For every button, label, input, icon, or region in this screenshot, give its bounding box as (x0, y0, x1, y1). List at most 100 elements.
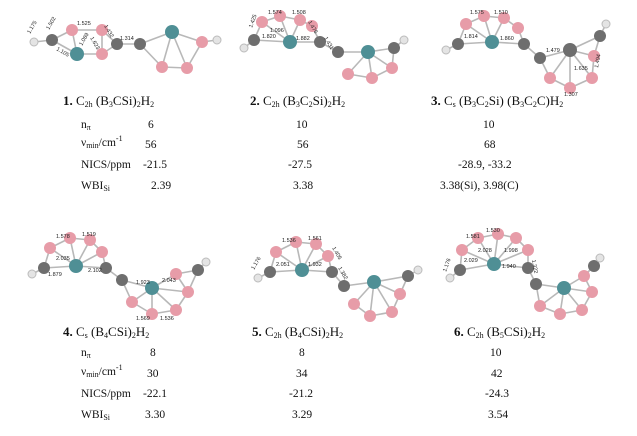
bond-label: 1.530 (486, 228, 500, 234)
atom-silicon (70, 47, 84, 61)
atom-carbon (46, 34, 58, 46)
atom-boron (196, 36, 208, 48)
bond-label: 1.322 (530, 259, 538, 274)
bond-label: 1.508 (292, 10, 306, 16)
atom-boron (456, 244, 468, 256)
atom-boron (578, 270, 590, 282)
s6-v-min: 42 (491, 368, 503, 380)
molecule-5-svg: 1.536 1.561 2.051 1.932 1.176 1.405 1.38… (251, 236, 423, 322)
atom-carbon (534, 52, 546, 64)
atom-boron (170, 304, 182, 316)
atom-boron (182, 286, 194, 298)
atom-boron (394, 288, 406, 300)
atom-boron (386, 306, 398, 318)
atom-boron (348, 298, 360, 310)
atom-boron (96, 24, 108, 36)
atom-boron (44, 242, 56, 254)
atom-hydrogen (253, 273, 263, 283)
atom-boron (522, 244, 534, 256)
bond-label: 1.879 (48, 272, 62, 278)
structure-5-caption: 5. C2h (B4CSi)2H2 (252, 324, 344, 340)
s6-n-pi: 10 (490, 347, 502, 359)
atom-hydrogen (212, 35, 222, 45)
atom-boron (181, 62, 193, 74)
bond-label: 1.519 (82, 232, 96, 238)
s3-wbi: 3.38(Si), 3.98(C) (440, 180, 519, 192)
atom-carbon (530, 278, 542, 290)
bond-label: 1.561 (308, 236, 322, 242)
bond-label: 2.035 (56, 256, 70, 262)
atom-silicon (145, 281, 159, 295)
s1-n-pi: 6 (148, 119, 154, 131)
molecule-6-image: 1.530 1.581 2.029 2.028 1.998 1.940 1.17… (442, 226, 634, 321)
row-label-wbi: WBISi (81, 180, 111, 193)
atom-boron (270, 246, 282, 258)
s6-nics: -24.3 (485, 388, 509, 400)
molecule-6-svg: 1.530 1.581 2.029 2.028 1.998 1.940 1.17… (442, 228, 605, 320)
s2-n-pi: 10 (296, 119, 308, 131)
s5-wbi: 3.29 (292, 409, 313, 421)
s3-v-min: 68 (484, 139, 496, 151)
atom-boron (64, 232, 76, 244)
bond-label: 1.176 (442, 258, 452, 273)
atom-silicon (487, 257, 501, 271)
atom-boron (146, 308, 158, 320)
s2-v-min: 56 (297, 139, 309, 151)
row-label-n-pi-2: nπ (81, 347, 91, 360)
s5-nics: -21.2 (289, 388, 313, 400)
atom-hydrogen (29, 37, 39, 47)
row-label-v-min: νmin/cm-1 (81, 134, 123, 150)
s5-n-pi: 8 (299, 347, 305, 359)
atom-hydrogen (413, 265, 423, 275)
atom-carbon (332, 46, 344, 58)
bond-label: 1.578 (56, 234, 70, 240)
atom-hydrogen (601, 19, 611, 29)
atom-carbon (314, 36, 326, 48)
molecule-3-svg: 1.575 1.510 1.814 1.860 1.479 1.635 1.49… (441, 10, 611, 98)
s3-nics: -28.9, -33.2 (458, 159, 512, 171)
bond-label: 1.479 (546, 48, 560, 54)
bond-label: 1.314 (120, 36, 134, 42)
bond-label: 1.536 (160, 316, 174, 322)
atom-boron (170, 268, 182, 280)
bond-label: 1.176 (251, 256, 263, 271)
bond-label: 1.175 (27, 20, 39, 35)
s3-n-pi: 10 (483, 119, 495, 131)
structure-3-caption: 3. Cs (B3C2Si) (B3C2C)H2 (431, 93, 564, 109)
atom-boron (586, 286, 598, 298)
s1-v-min: 56 (145, 139, 157, 151)
bond-label: 1.502 (46, 16, 58, 31)
atom-hydrogen (441, 45, 451, 55)
s2-wbi: 3.38 (293, 180, 314, 192)
atom-carbon (116, 274, 128, 286)
bond-label: 1.940 (502, 264, 516, 270)
atom-hydrogen (445, 273, 455, 283)
bond-label: 1.574 (268, 10, 282, 16)
atom-boron (294, 14, 306, 26)
bond-label: 2.043 (162, 278, 176, 284)
atom-carbon (264, 266, 276, 278)
row-label-n-pi: nπ (81, 119, 91, 132)
bond-label: 1.536 (282, 238, 296, 244)
s4-wbi: 3.30 (145, 409, 166, 421)
s4-v-min: 30 (147, 368, 159, 380)
molecule-2-image: 1.574 1.508 1.820 1.882 1.425 1.096 1.47… (232, 8, 422, 84)
atom-boron (586, 72, 598, 84)
atom-boron (366, 72, 378, 84)
atom-silicon (361, 45, 375, 59)
molecule-1-image: 1.175 1.502 1.525 1.432 1.314 1.105 1.08… (22, 12, 232, 82)
atom-carbon (454, 264, 466, 276)
bond-label: 1.494 (594, 54, 602, 69)
atom-silicon (165, 25, 179, 39)
atom-silicon (283, 35, 297, 49)
row-label-v-min-2: νmin/cm-1 (81, 363, 123, 379)
s4-nics: -22.1 (143, 388, 167, 400)
bond-label: 2.051 (276, 262, 290, 268)
atom-carbon (248, 34, 260, 46)
bond-label: 1.096 (270, 28, 284, 34)
structure-4-caption: 4. Cs (B4CSi)2H2 (63, 324, 150, 340)
molecule-4-svg: 1.578 1.519 2.035 2.102 1.923 2.043 1.87… (27, 232, 211, 322)
atom-hydrogen (201, 257, 211, 267)
bond-label: 1.525 (77, 21, 91, 27)
bond-label: 1.307 (564, 92, 578, 98)
